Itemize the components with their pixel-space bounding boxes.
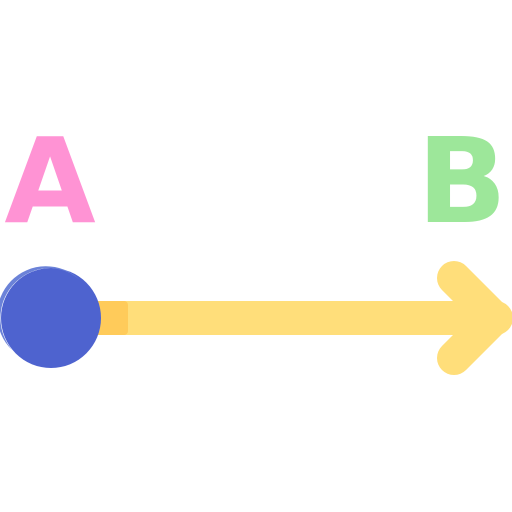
label-a: A xyxy=(4,112,95,250)
arrow-right-icon xyxy=(87,261,512,375)
dot-shadow xyxy=(1,268,101,368)
label-b: B xyxy=(417,112,507,250)
dot-icon xyxy=(0,266,101,368)
arrow-head xyxy=(437,261,511,375)
arrow-shade xyxy=(92,301,128,335)
